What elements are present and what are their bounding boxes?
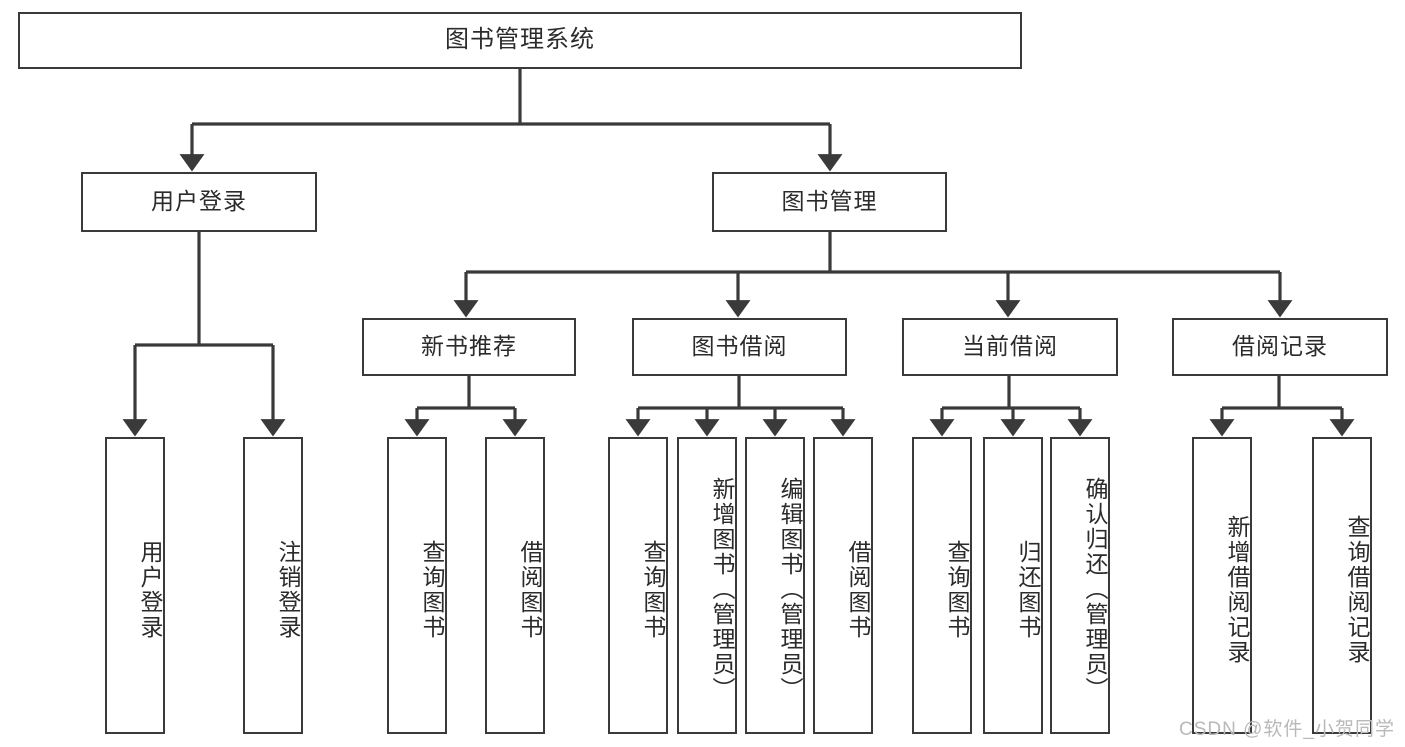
leaf-confirm-return-admin[interactable]: 确认归还（管理员） <box>1050 437 1110 734</box>
node-label: 归还图书 <box>1015 539 1041 640</box>
leaf-add-borrow-record[interactable]: 新增借阅记录 <box>1192 437 1252 734</box>
node-label: 借阅记录 <box>1232 333 1328 360</box>
node-borrow-record[interactable]: 借阅记录 <box>1172 318 1388 376</box>
node-label: 图书借阅 <box>691 333 788 360</box>
node-label: 用户登录 <box>151 188 247 215</box>
leaf-query-book-borrow[interactable]: 查询图书 <box>608 437 668 734</box>
node-new-book-recommend[interactable]: 新书推荐 <box>362 318 576 376</box>
node-user-login[interactable]: 用户登录 <box>81 172 317 232</box>
node-book-borrow[interactable]: 图书借阅 <box>632 318 847 376</box>
node-label: 查询图书 <box>640 539 666 640</box>
leaf-query-book-current[interactable]: 查询图书 <box>912 437 972 734</box>
node-label: 新书推荐 <box>421 333 517 360</box>
node-label: 注销登录 <box>275 539 301 640</box>
leaf-query-borrow-record[interactable]: 查询借阅记录 <box>1312 437 1372 734</box>
node-label: 新增图书（管理员） <box>709 477 735 702</box>
node-label: 借阅图书 <box>517 539 543 640</box>
node-root[interactable]: 图书管理系统 <box>18 12 1022 69</box>
leaf-add-book-admin[interactable]: 新增图书（管理员） <box>677 437 737 734</box>
node-label: 用户登录 <box>137 539 163 640</box>
node-label: 确认归还（管理员） <box>1082 477 1108 702</box>
node-label: 图书管理系统 <box>445 26 595 54</box>
node-label: 图书管理 <box>781 188 878 215</box>
node-book-management[interactable]: 图书管理 <box>712 172 947 232</box>
leaf-return-book[interactable]: 归还图书 <box>983 437 1043 734</box>
node-label: 编辑图书（管理员） <box>777 477 803 702</box>
node-label: 当前借阅 <box>962 333 1058 360</box>
leaf-edit-book-admin[interactable]: 编辑图书（管理员） <box>745 437 805 734</box>
watermark: CSDN @软件_小贺同学 <box>1179 719 1395 740</box>
leaf-logout[interactable]: 注销登录 <box>243 437 303 734</box>
leaf-query-book-recommend[interactable]: 查询图书 <box>387 437 447 734</box>
node-current-borrow[interactable]: 当前借阅 <box>902 318 1118 376</box>
leaf-borrow-book-recommend[interactable]: 借阅图书 <box>485 437 545 734</box>
node-label: 查询图书 <box>419 539 445 640</box>
node-label: 查询图书 <box>944 539 970 640</box>
node-label: 查询借阅记录 <box>1344 514 1370 665</box>
leaf-user-login[interactable]: 用户登录 <box>105 437 165 734</box>
node-label: 借阅图书 <box>845 539 871 640</box>
node-label: 新增借阅记录 <box>1224 514 1250 665</box>
leaf-borrow-book[interactable]: 借阅图书 <box>813 437 873 734</box>
